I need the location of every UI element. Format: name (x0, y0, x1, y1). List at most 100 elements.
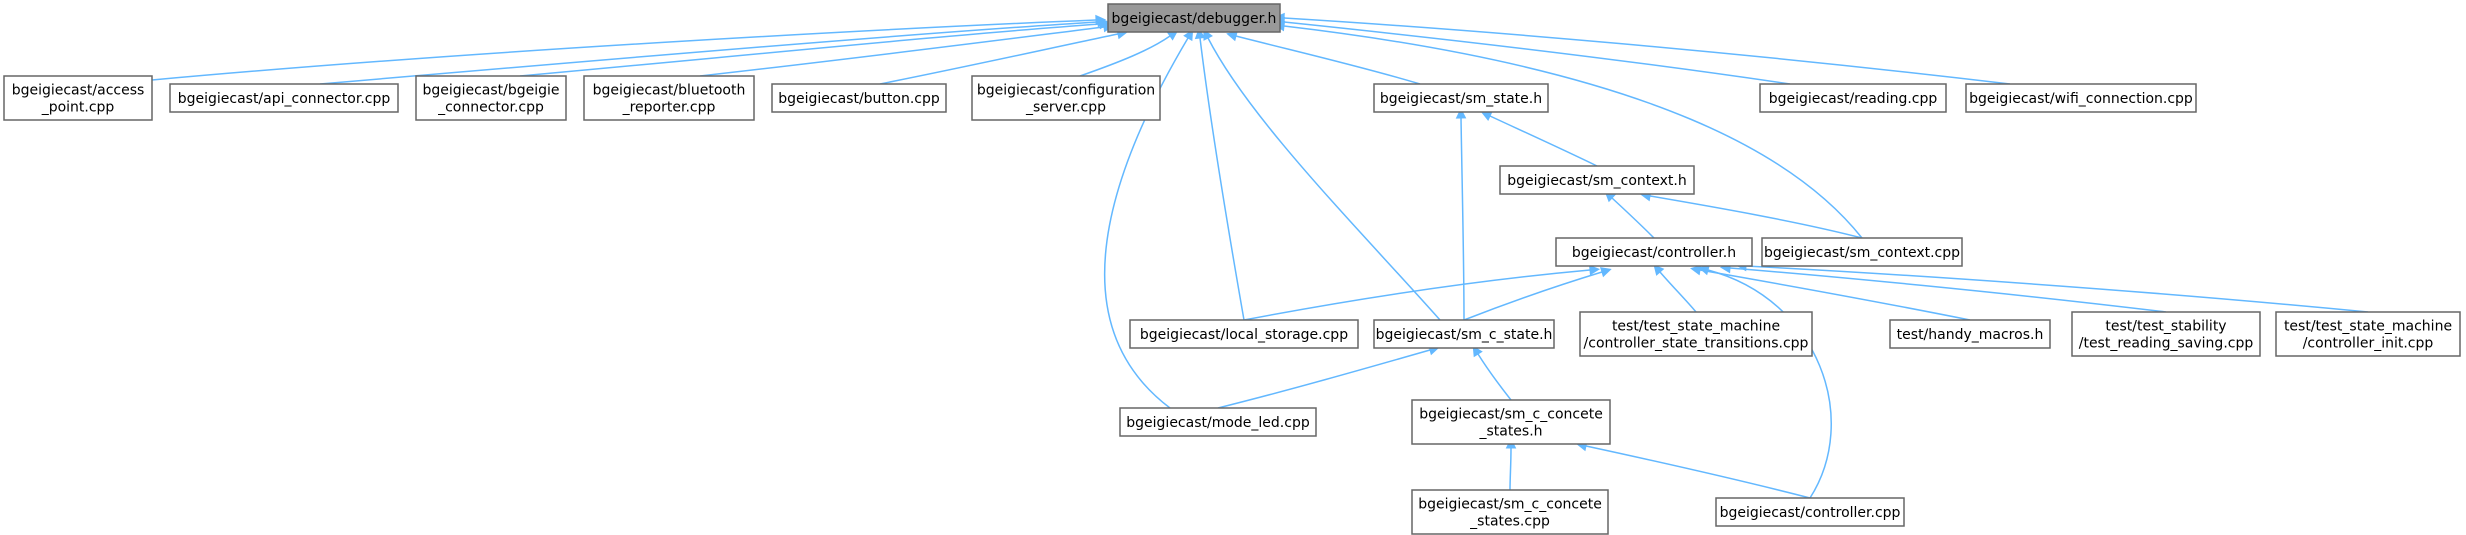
node-sm-state-h[interactable]: bgeigiecast/sm_state.h (1373, 83, 1549, 113)
node-box (1965, 83, 2197, 113)
node-label-line: bgeigiecast/button.cpp (778, 91, 940, 107)
node-label-line: bgeigiecast/controller.cpp (1720, 505, 1901, 521)
node-box (1411, 399, 1611, 445)
node-label-line: bgeigiecast/api_connector.cpp (178, 91, 391, 107)
edge-line (1649, 195, 1863, 239)
arrowhead-icon (1589, 264, 1601, 276)
node-handy-macros[interactable]: test/handy_macros.h (1889, 319, 2051, 349)
arrowhead-icon (1653, 264, 1665, 276)
edge-line (1199, 37, 1245, 321)
node-reading[interactable]: bgeigiecast/reading.cpp (1759, 83, 1947, 113)
node-box (1889, 319, 2051, 349)
edge-test_reading_saving-to-controller_h (1719, 262, 2167, 313)
node-label-line: test/test_stability (2105, 319, 2226, 335)
node-mode-led[interactable]: bgeigiecast/mode_led.cpp (1119, 407, 1317, 437)
edge-controller_cpp-to-controller_h (1698, 265, 1832, 499)
edge-controller_state_transitions-to-controller_h (1653, 264, 1697, 313)
node-controller-init[interactable]: test/test_state_machine/controller_init.… (2275, 311, 2461, 357)
node-label-line: bgeigiecast/local_storage.cpp (1140, 327, 1348, 343)
node-label-line: _reporter.cpp (622, 100, 716, 116)
edge-sm_c_state_h-to-sm_state_h (1455, 107, 1467, 321)
node-sm-c-concete-states-h[interactable]: bgeigiecast/sm_c_concete_states.h (1411, 399, 1611, 445)
edge-line (699, 26, 1105, 77)
edge-line (1659, 271, 1697, 313)
edge-line (1745, 265, 2369, 313)
edge-sm_c_concete_states_h-to-sm_c_state_h (1472, 345, 1512, 401)
edge-mode_led-to-sm_c_state_h (1217, 345, 1440, 409)
edge-sm_context_cpp-to-sm_context_h (1640, 190, 1863, 239)
edge-line (1699, 269, 1971, 321)
edge-local_storage-to-controller_h (1243, 264, 1601, 321)
edge-sm_c_state_h-to-debugger_h (1203, 28, 1441, 321)
node-label-line: _states.h (1478, 424, 1542, 440)
node-controller-cpp[interactable]: bgeigiecast/controller.cpp (1715, 497, 1905, 527)
arrowhead-icon (1455, 107, 1467, 119)
node-label-line: bgeigiecast/configuration (977, 83, 1155, 99)
node-box (1761, 237, 1963, 267)
arrowhead-icon (1472, 345, 1483, 358)
edge-line (879, 33, 1119, 85)
edge-bgeigie_connector-to-debugger_h (519, 18, 1111, 77)
node-label-line: /test_reading_saving.cpp (2079, 336, 2254, 352)
node-label-line: bgeigiecast/sm_c_concete (1419, 407, 1603, 423)
node-label-line: bgeigiecast/reading.cpp (1769, 91, 1938, 107)
node-box (169, 83, 399, 113)
node-local-storage[interactable]: bgeigiecast/local_storage.cpp (1129, 319, 1359, 349)
node-box (1499, 165, 1695, 195)
edge-handy_macros-to-controller_h (1690, 264, 1971, 321)
node-label-line: test/handy_macros.h (1897, 327, 2044, 343)
node-sm-c-concete-states-cpp[interactable]: bgeigiecast/sm_c_concete_states.cpp (1411, 489, 1609, 535)
node-sm-context-h[interactable]: bgeigiecast/sm_context.h (1499, 165, 1695, 195)
edge-line (1611, 197, 1655, 239)
edge-line (1477, 353, 1512, 401)
edge-reading-to-debugger_h (1273, 16, 1791, 85)
node-api-connector[interactable]: bgeigiecast/api_connector.cpp (169, 83, 399, 113)
node-box (971, 75, 1161, 121)
edge-line (151, 19, 1097, 81)
edge-line (1463, 271, 1603, 321)
arrowhead-icon (1480, 111, 1493, 122)
edge-line (519, 23, 1101, 77)
node-box (1411, 489, 1609, 535)
node-box (415, 75, 567, 121)
arrowhead-icon (1183, 29, 1194, 42)
node-label-line: bgeigiecast/bgeigie (422, 83, 559, 99)
node-label-line: /controller_state_transitions.cpp (1584, 336, 1809, 352)
edge-local_storage-to-debugger_h (1194, 27, 1245, 321)
node-box (1373, 83, 1549, 113)
edge-line (1460, 117, 1465, 321)
node-test-reading-saving[interactable]: test/test_stability/test_reading_saving.… (2071, 311, 2261, 357)
node-label-line: _states.cpp (1469, 514, 1550, 530)
node-box (1715, 497, 1905, 527)
arrowhead-icon (1226, 30, 1238, 42)
edge-sm_state_h-to-debugger_h (1226, 30, 1421, 85)
node-access-point[interactable]: bgeigiecast/access_point.cpp (3, 75, 153, 121)
node-label-line: bgeigiecast/sm_c_state.h (1376, 327, 1553, 343)
arrowhead-icon (1690, 264, 1702, 276)
node-bluetooth-reporter[interactable]: bgeigiecast/bluetooth_reporter.cpp (583, 75, 755, 121)
node-controller-state-transitions[interactable]: test/test_state_machine/controller_state… (1579, 311, 1813, 357)
edge-line (1585, 445, 1811, 499)
node-controller-h[interactable]: bgeigiecast/controller.h (1555, 237, 1753, 267)
node-box (771, 83, 947, 113)
edge-line (1217, 349, 1431, 409)
node-box (1107, 3, 1281, 33)
node-label-line: /controller_init.cpp (2303, 336, 2434, 352)
node-label-line: bgeigiecast/sm_c_concete (1418, 497, 1602, 513)
node-bgeigie-connector[interactable]: bgeigiecast/bgeigie_connector.cpp (415, 75, 567, 121)
node-label-line: bgeigiecast/bluetooth (593, 83, 746, 99)
node-button[interactable]: bgeigiecast/button.cpp (771, 83, 947, 113)
node-box (1129, 319, 1359, 349)
node-label-line: bgeigiecast/sm_context.cpp (1764, 245, 1960, 261)
node-debugger-h: bgeigiecast/debugger.h (1107, 3, 1281, 33)
node-configuration-server[interactable]: bgeigiecast/configuration_server.cpp (971, 75, 1161, 121)
edge-line (319, 21, 1099, 85)
node-wifi-connection[interactable]: bgeigiecast/wifi_connection.cpp (1965, 83, 2197, 113)
node-box (1555, 237, 1753, 267)
node-sm-context-cpp[interactable]: bgeigiecast/sm_context.cpp (1761, 237, 1963, 267)
node-label-line: _connector.cpp (437, 100, 544, 116)
node-label-line: _server.cpp (1025, 100, 1106, 116)
node-sm-c-state-h[interactable]: bgeigiecast/sm_c_state.h (1373, 319, 1555, 349)
edge-line (1489, 115, 1598, 167)
